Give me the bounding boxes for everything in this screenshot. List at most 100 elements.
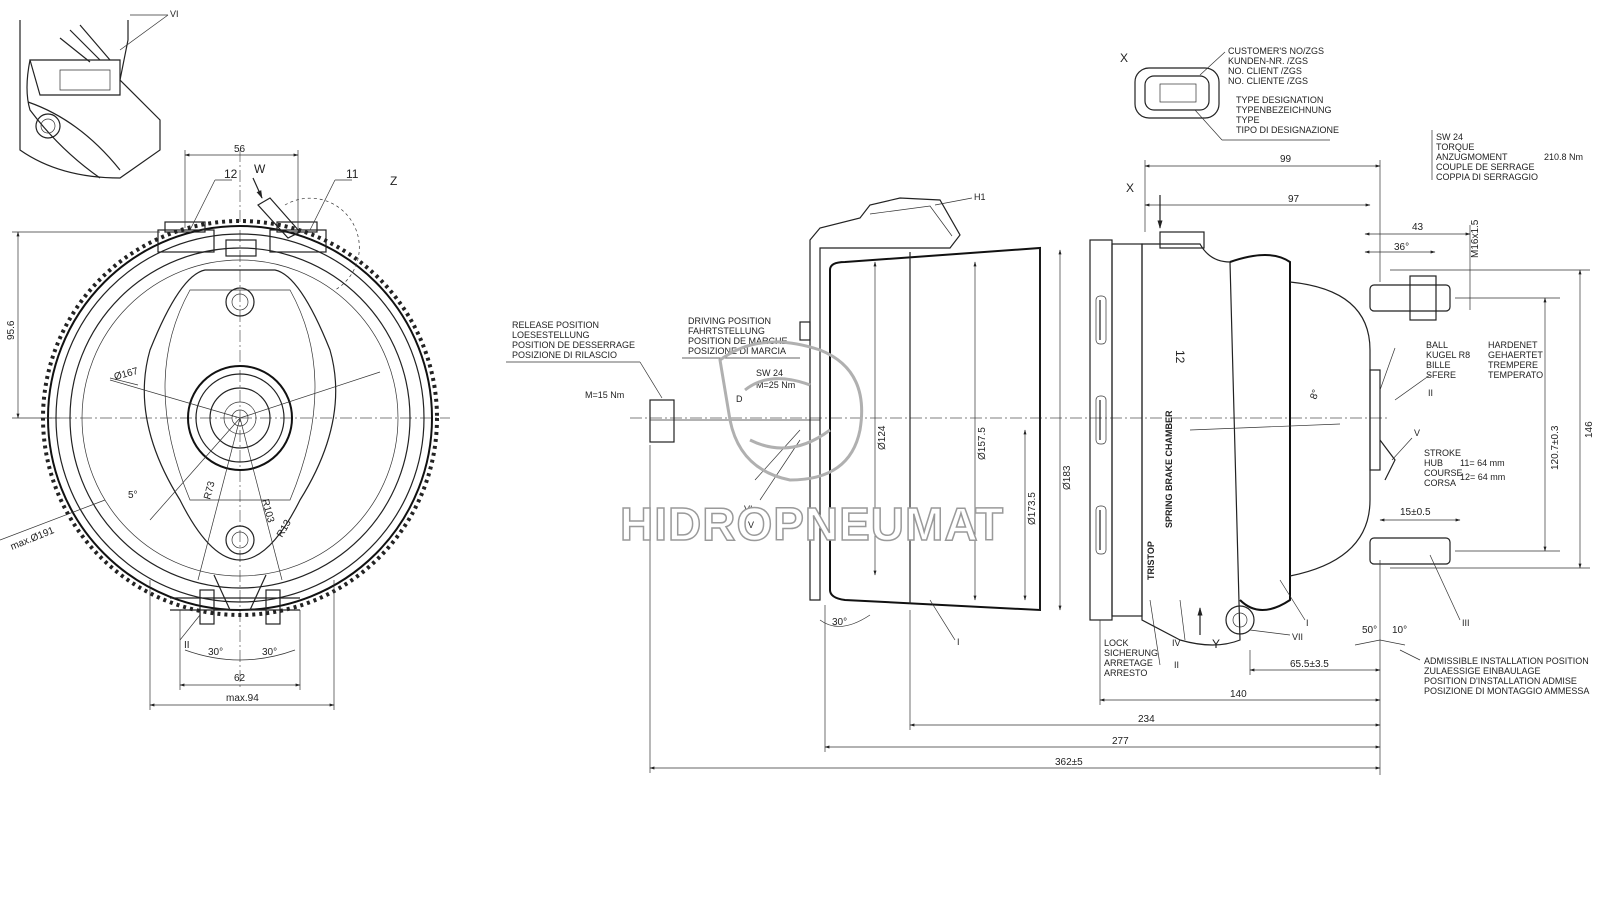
note-install-1: ZULAESSIGE EINBAULAGE (1424, 666, 1541, 676)
detail-view-vi: VI (19, 9, 179, 179)
dim-r103: R103 (259, 498, 276, 524)
angle-5: 5° (128, 490, 138, 501)
note-stroke-2: COURSE (1424, 468, 1463, 478)
label-i-2: I (1306, 618, 1309, 628)
note-hardened-3: TEMPERATO (1488, 370, 1543, 380)
note-release-2: POSITION DE DESSERRAGE (512, 340, 635, 350)
type-designation-note: TYPE DESIGNATION TYPENBEZEICHNUNG TYPE T… (1236, 95, 1339, 135)
dim-146: 146 (1584, 421, 1595, 438)
installation-note: ADMISSIBLE INSTALLATION POSITION ZULAESS… (1399, 649, 1589, 696)
note-sw24-0: SW 24 (1436, 132, 1463, 142)
label-iii: III (1462, 618, 1470, 628)
dim-56: 56 (234, 144, 246, 155)
note-sw24-4: COPPIA DI SERRAGGIO (1436, 172, 1538, 182)
note-lock-1: SICHERUNG (1104, 648, 1158, 658)
ball-note: BALL KUGEL R8 BILLE SFERE HARDENET GEHAE… (1426, 340, 1543, 380)
note-hardened-1: GEHAERTET (1488, 350, 1543, 360)
dim-95: 95.6 (6, 320, 17, 340)
note-sw24-2: ANZUGMOMENT (1436, 152, 1508, 162)
note-customer-1: KUNDEN-NR. /ZGS (1228, 56, 1308, 66)
note-stroke-val-11: 11= 64 mm (1460, 458, 1505, 468)
label-h1: H1 (974, 192, 986, 202)
note-type-1: TYPENBEZEICHNUNG (1236, 105, 1332, 115)
label-vi: VI (170, 9, 179, 19)
torque-note: SW 24 TORQUE ANZUGMOMENT COUPLE DE SERRA… (1431, 130, 1583, 182)
label-x-detail: X (1120, 51, 1128, 65)
note-install-3: POSIZIONE DI MONTAGGIO AMMESSA (1424, 686, 1589, 696)
angle-30-side: 30° (832, 617, 847, 628)
note-driving-2: POSITION DE MARCHE (688, 336, 788, 346)
label-z: Z (390, 174, 397, 188)
note-lock-0: LOCK (1104, 638, 1129, 648)
watermark-text: HIDROPNEUMAT (620, 498, 1004, 550)
connector-detail-x: X (1120, 51, 1330, 141)
note-torque-value: 210.8 Nm (1544, 152, 1583, 162)
note-type-0: TYPE DESIGNATION (1236, 95, 1323, 105)
dim-36: 36° (1394, 242, 1409, 253)
note-customer-2: NO. CLIENT /ZGS (1228, 66, 1302, 76)
note-install-0: ADMISSIBLE INSTALLATION POSITION (1424, 656, 1589, 666)
note-release-1: LOESESTELLUNG (512, 330, 590, 340)
note-driving-0: DRIVING POSITION (688, 316, 771, 326)
customer-number-note: CUSTOMER'S NO/ZGS KUNDEN-NR. /ZGS NO. CL… (1228, 46, 1324, 86)
dim-140: 140 (1230, 689, 1247, 700)
note-m25: M=25 Nm (756, 380, 795, 390)
label-w: W (254, 162, 266, 176)
dim-97: 97 (1288, 194, 1300, 205)
label-11: 11 (346, 167, 359, 181)
dim-d183: Ø183 (1062, 465, 1073, 490)
note-hardened-0: HARDENET (1488, 340, 1538, 350)
dim-r73: R73 (202, 480, 217, 501)
note-stroke-0: STROKE (1424, 448, 1461, 458)
label-i-1: I (957, 637, 960, 647)
dim-277: 277 (1112, 736, 1129, 747)
label-vii: VII (1292, 632, 1303, 642)
note-ball-0: BALL (1426, 340, 1448, 350)
note-customer-3: NO. CLIENTE /ZGS (1228, 76, 1308, 86)
release-position-note: RELEASE POSITION LOESESTELLUNG POSITION … (506, 320, 663, 400)
dim-m16: M16x1.5 (1470, 219, 1481, 258)
note-type-3: TIPO DI DESIGNAZIONE (1236, 125, 1339, 135)
note-sw24-1: TORQUE (1436, 142, 1474, 152)
svg-text:SPRING BRAKE CHAMBER: SPRING BRAKE CHAMBER (1164, 410, 1174, 528)
label-iv: IV (1172, 638, 1181, 648)
dim-120: 120.7±0.3 (1550, 425, 1561, 470)
note-m15: M=15 Nm (585, 390, 624, 400)
note-ball-3: SFERE (1426, 370, 1456, 380)
svg-text:TRISTOP: TRISTOP (1146, 541, 1156, 580)
dim-max94: max.94 (226, 693, 259, 704)
label-vi-side: VI (744, 504, 753, 514)
note-lock-2: ARRETAGE (1104, 658, 1153, 668)
dim-362: 362±5 (1055, 757, 1083, 768)
dim-43: 43 (1412, 222, 1424, 233)
dim-234: 234 (1138, 714, 1155, 725)
note-stroke-3: CORSA (1424, 478, 1456, 488)
label-ii-front: II (184, 640, 190, 651)
note-sw24b: SW 24 (756, 368, 783, 378)
label-12: 12 (224, 167, 238, 181)
angle-8: 8° (1308, 388, 1322, 401)
watermark-logo: HIDROPNEUMAT (619, 340, 1004, 551)
note-stroke-1: HUB (1424, 458, 1443, 468)
label-12-side: 12 (1173, 350, 1187, 364)
angle-50: 50° (1362, 625, 1377, 636)
label-ii-1: II (1174, 660, 1179, 670)
note-release-3: POSIZIONE DI RILASCIO (512, 350, 617, 360)
note-stroke-val-12: 12= 64 mm (1460, 472, 1505, 482)
angle-10: 10° (1392, 625, 1407, 636)
front-view: W Z 12 11 56 95.6 Ø167 max.Ø191 R73 R103… (0, 144, 450, 710)
note-release-0: RELEASE POSITION (512, 320, 599, 330)
dim-99: 99 (1280, 154, 1292, 165)
note-ball-2: BILLE (1426, 360, 1451, 370)
dim-max191: max.Ø191 (9, 525, 56, 553)
label-x-side: X (1126, 181, 1134, 195)
dim-62: 62 (234, 673, 246, 684)
dim-r13: R13 (275, 518, 294, 540)
note-driving-1: FAHRTSTELLUNG (688, 326, 765, 336)
note-ball-1: KUGEL R8 (1426, 350, 1470, 360)
note-sw24-3: COUPLE DE SERRAGE (1436, 162, 1535, 172)
side-view: SPRING BRAKE CHAMBER TRISTOP 12 (630, 154, 1595, 775)
label-v-2: V (748, 520, 754, 530)
dim-15: 15±0.5 (1400, 507, 1431, 518)
label-ii-2: II (1428, 388, 1433, 398)
